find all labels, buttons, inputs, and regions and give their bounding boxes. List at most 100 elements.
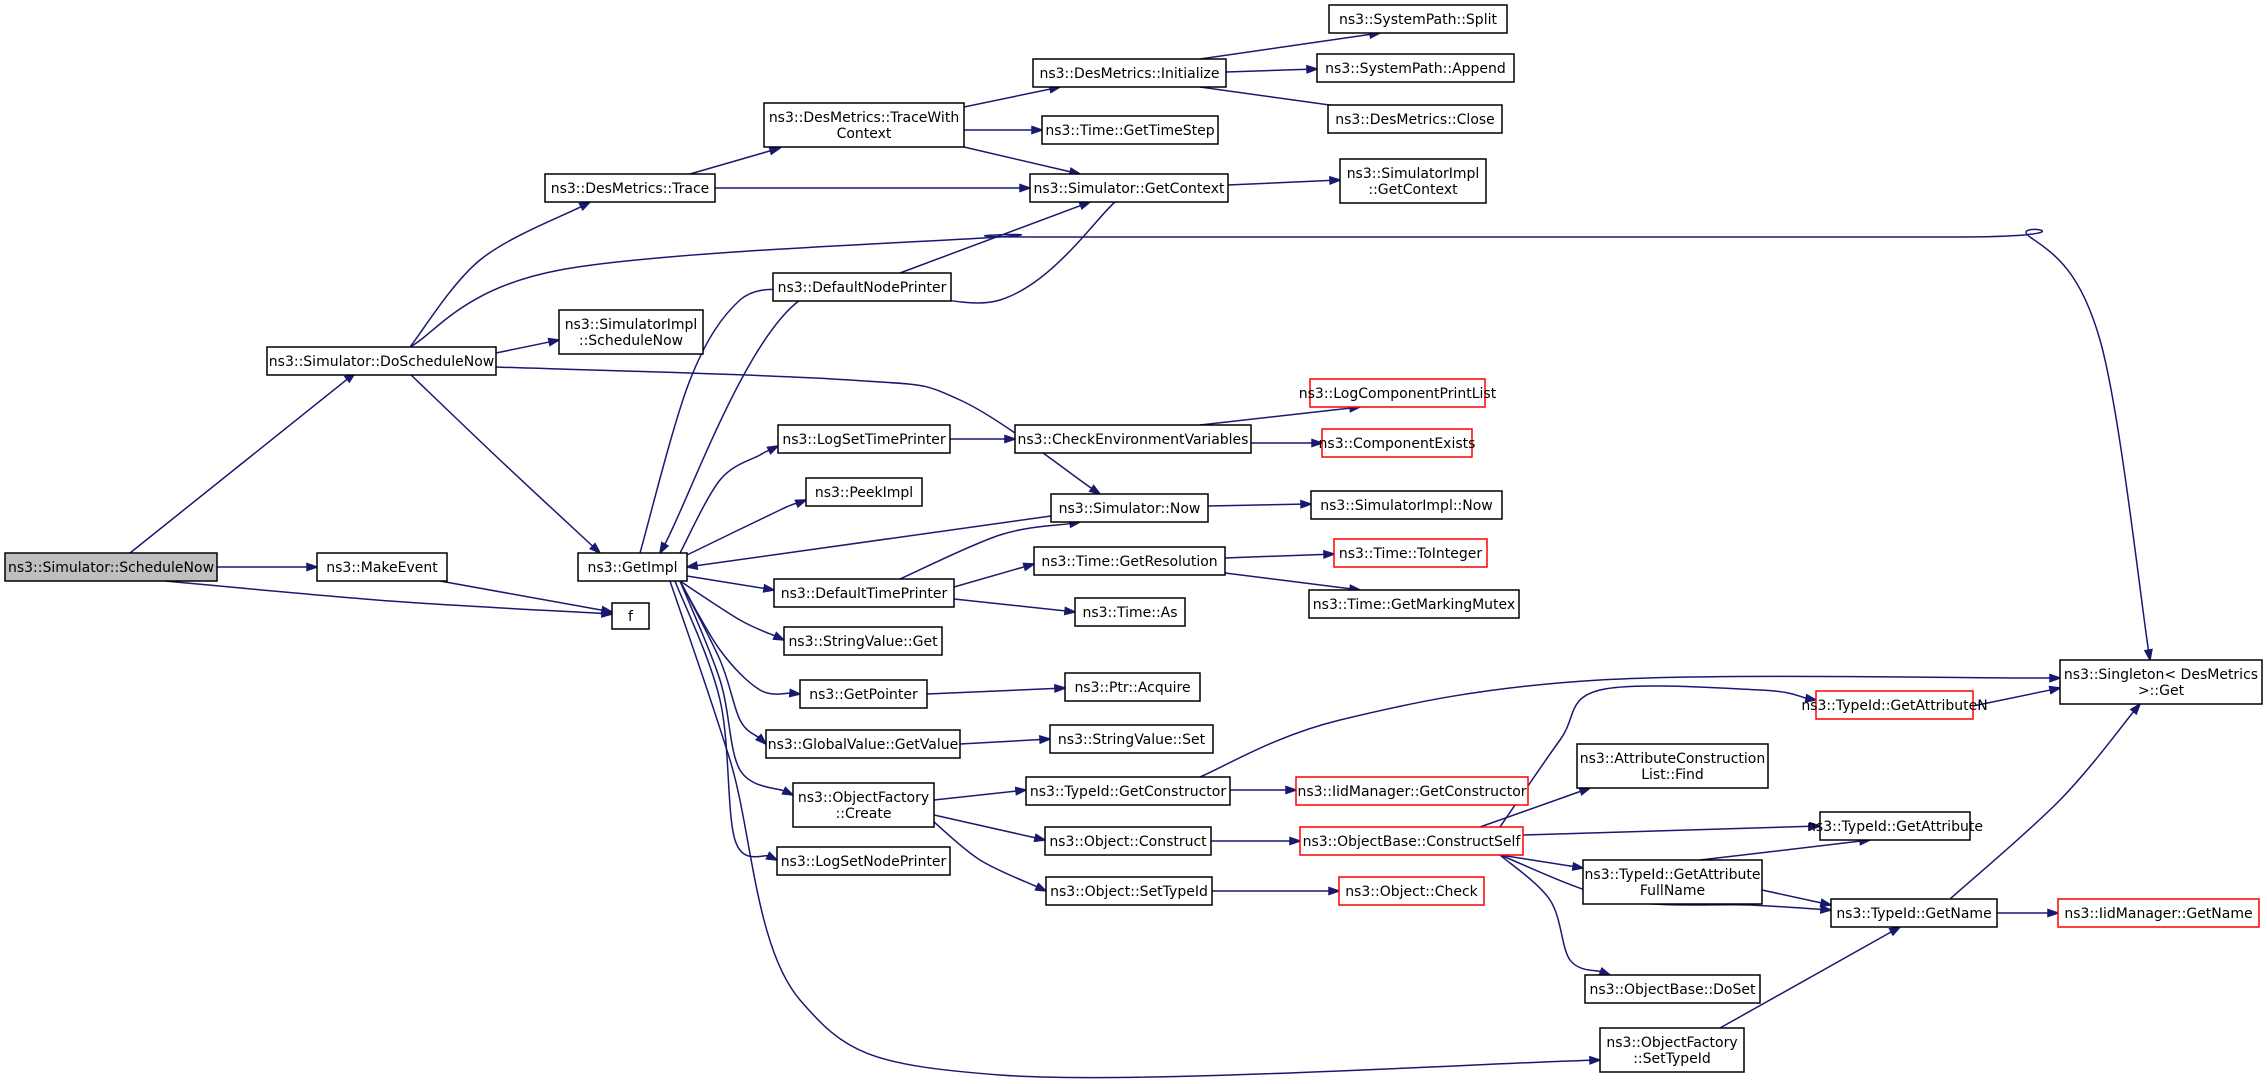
graph-node[interactable]: ns3::GetImpl bbox=[577, 552, 688, 582]
graph-node[interactable]: ns3::Simulator::Now bbox=[1050, 493, 1209, 523]
edge-n7-to-n6 bbox=[684, 515, 1052, 571]
node-box bbox=[1339, 158, 1487, 204]
graph-node[interactable]: ns3::PeekImpl bbox=[805, 477, 923, 507]
graph-node[interactable]: ns3::Object::SetTypeId bbox=[1045, 876, 1213, 906]
graph-node[interactable]: ns3::Object::Construct bbox=[1044, 826, 1212, 856]
arrow-head bbox=[1578, 787, 1593, 796]
edge-n11-to-n14 bbox=[1225, 64, 1320, 74]
graph-node[interactable]: ns3::SystemPath::Split bbox=[1328, 4, 1508, 34]
arrow-head bbox=[1054, 683, 1068, 694]
graph-node[interactable]: ns3::ComponentExists bbox=[1319, 428, 1476, 458]
graph-node[interactable]: ns3::ObjectBase::DoSet bbox=[1584, 974, 1761, 1004]
node-label: ns3::StringValue::Set bbox=[1058, 732, 1206, 748]
edge-line bbox=[689, 149, 772, 175]
arrow-head bbox=[1022, 562, 1037, 572]
edge-line bbox=[1522, 825, 1812, 836]
graph-node[interactable]: ns3::IidManager::GetName bbox=[2057, 898, 2260, 928]
node-label: ns3::ObjectBase::ConstructSelf bbox=[1303, 834, 1522, 850]
arrow-head bbox=[1063, 606, 1078, 616]
graph-node[interactable]: ns3::Simulator::ScheduleNow bbox=[4, 552, 218, 582]
node-label: ns3::TypeId::GetAttribute bbox=[1585, 867, 1761, 883]
graph-node[interactable]: ns3::SystemPath::Append bbox=[1316, 53, 1515, 83]
node-box bbox=[1309, 378, 1486, 408]
node-box bbox=[544, 173, 716, 203]
node-box bbox=[777, 424, 951, 454]
graph-node[interactable]: ns3::CheckEnvironmentVariables bbox=[1014, 424, 1252, 454]
graph-node[interactable]: ns3::Simulator::DoScheduleNow bbox=[266, 346, 497, 376]
node-box bbox=[765, 729, 961, 759]
graph-node[interactable]: ns3::IidManager::GetConstructor bbox=[1295, 776, 1529, 806]
graph-node[interactable]: ns3::StringValue::Set bbox=[1049, 724, 1214, 754]
node-box bbox=[1327, 104, 1503, 134]
arrow-head bbox=[1323, 549, 1337, 559]
graph-node[interactable]: ns3::DesMetrics::Trace bbox=[544, 173, 716, 203]
graph-node[interactable]: ns3::Simulator::GetContext bbox=[1029, 173, 1229, 203]
node-label: ns3::Time::GetTimeStep bbox=[1045, 123, 1214, 139]
graph-node[interactable]: f bbox=[611, 602, 650, 630]
graph-node[interactable]: ns3::ObjectFactory::SetTypeId bbox=[1599, 1027, 1745, 1073]
graph-node[interactable]: ns3::DefaultNodePrinter bbox=[772, 272, 952, 302]
edge-n6-to-n23 bbox=[679, 580, 768, 746]
node-label: ns3::Time::As bbox=[1082, 605, 1177, 621]
graph-node[interactable]: ns3::ObjectBase::ConstructSelf bbox=[1299, 826, 1524, 856]
arrow-head bbox=[1819, 898, 1834, 908]
graph-node[interactable]: ns3::TypeId::GetAttribute bbox=[1807, 811, 1983, 841]
edge-n39-to-n42 bbox=[1212, 886, 1342, 896]
node-label: ns3::SimulatorImpl::Now bbox=[1320, 498, 1493, 514]
arrow-head bbox=[1329, 175, 1343, 186]
edge-n43-to-n8 bbox=[1972, 685, 2063, 707]
node-label: Context bbox=[837, 126, 892, 142]
edge-n24-to-n37 bbox=[933, 786, 1029, 801]
graph-node[interactable]: ns3::Singleton< DesMetrics>::Get bbox=[2059, 659, 2263, 705]
graph-node[interactable]: ns3::StringValue::Get bbox=[783, 626, 943, 656]
edge-n6-to-n26 bbox=[669, 580, 1603, 1079]
graph-node[interactable]: ns3::Time::ToInteger bbox=[1333, 538, 1488, 568]
graph-node[interactable]: ns3::LogSetNodePrinter bbox=[776, 846, 951, 876]
edge-n23-to-n36 bbox=[959, 735, 1053, 745]
graph-node[interactable]: ns3::SimulatorImpl::Now bbox=[1310, 490, 1503, 520]
node-label: ns3::Time::ToInteger bbox=[1339, 546, 1483, 562]
arrow-head bbox=[762, 583, 777, 593]
graph-node[interactable]: ns3::Time::GetResolution bbox=[1033, 546, 1226, 576]
graph-node[interactable]: ns3::Time::GetMarkingMutex bbox=[1308, 589, 1520, 619]
node-label: ns3::CheckEnvironmentVariables bbox=[1018, 432, 1249, 448]
arrow-head bbox=[1819, 904, 1834, 914]
graph-node[interactable]: ns3::Time::GetTimeStep bbox=[1041, 115, 1219, 145]
graph-node[interactable]: ns3::Ptr::Acquire bbox=[1064, 672, 1201, 702]
arrow-head bbox=[684, 560, 699, 571]
graph-node[interactable]: ns3::Object::Check bbox=[1338, 876, 1485, 906]
graph-node[interactable]: ns3::LogSetTimePrinter bbox=[777, 424, 951, 454]
node-label: >::Get bbox=[2138, 683, 2185, 699]
graph-node[interactable]: ns3::DefaultTimePrinter bbox=[773, 578, 955, 608]
graph-node[interactable]: ns3::DesMetrics::Close bbox=[1327, 104, 1503, 134]
edge-n10-to-n16 bbox=[1227, 175, 1343, 186]
graph-node[interactable]: ns3::SimulatorImpl::GetContext bbox=[1339, 158, 1487, 204]
graph-node[interactable]: ns3::TypeId::GetAttributeN bbox=[1801, 690, 1988, 720]
graph-node[interactable]: ns3::LogComponentPrintList bbox=[1299, 378, 1497, 408]
graph-node[interactable]: ns3::TypeId::GetConstructor bbox=[1025, 776, 1231, 806]
node-label: ns3::DesMetrics::TraceWith bbox=[769, 110, 959, 126]
edge-n22-to-n35 bbox=[926, 683, 1068, 695]
edge-n9-to-n11 bbox=[963, 84, 1063, 108]
edge-line bbox=[926, 687, 1057, 695]
graph-node[interactable]: ns3::DesMetrics::Initialize bbox=[1032, 58, 1227, 88]
graph-node[interactable]: ns3::ObjectFactory::Create bbox=[792, 782, 935, 828]
arrow-head bbox=[2048, 685, 2063, 695]
graph-node[interactable]: ns3::GetPointer bbox=[799, 679, 928, 709]
arrow-head bbox=[755, 733, 768, 746]
edge-line bbox=[409, 228, 2150, 652]
graph-node[interactable]: ns3::Time::As bbox=[1074, 597, 1186, 627]
node-label: ns3::GetImpl bbox=[587, 560, 677, 576]
node-box bbox=[772, 272, 952, 302]
node-box bbox=[1049, 724, 1214, 754]
node-label: ns3::GlobalValue::GetValue bbox=[768, 737, 958, 753]
edge-line bbox=[669, 580, 1592, 1079]
graph-node[interactable]: ns3::SimulatorImpl::ScheduleNow bbox=[558, 309, 704, 355]
edge-line bbox=[899, 522, 1072, 580]
graph-node[interactable]: ns3::GlobalValue::GetValue bbox=[765, 729, 961, 759]
graph-node[interactable]: ns3::MakeEvent bbox=[316, 552, 448, 582]
graph-node[interactable]: ns3::TypeId::GetName bbox=[1830, 898, 1998, 928]
